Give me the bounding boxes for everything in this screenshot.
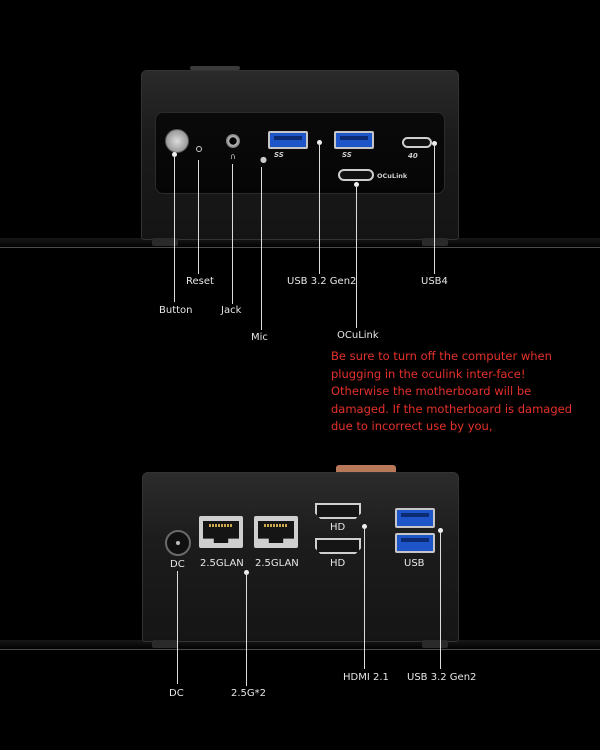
mic-callout: Mic [251,332,268,343]
front-usb-ss-mark-2: SS [342,151,352,159]
dc-leader-line [177,571,178,684]
power-button[interactable] [165,129,189,153]
oculink-leader-dot [354,182,359,187]
button-callout: Button [159,305,193,316]
dc-power-jack[interactable] [165,530,191,556]
lan1-port-label: 2.5GLAN [200,558,244,569]
back-foot-left [152,640,178,648]
headphone-icon: ∩ [230,152,236,161]
usb-leader-line [319,143,320,274]
front-shelf-shadow [0,238,600,248]
lan2-port-label: 2.5GLAN [255,558,299,569]
hdmi-leader-dot [362,524,367,529]
usb4-40-mark: 40 [408,152,418,160]
usb-c-port[interactable] [402,137,432,148]
lan-leader-line [246,573,247,686]
usb-leader-dot [317,140,322,145]
usb-callout: USB 3.2 Gen2 [287,276,357,287]
jack-callout: Jack [221,305,242,316]
usb4-leader-line [434,144,435,274]
lan-port-1[interactable] [199,516,243,548]
back-usb-leader-line [440,531,441,669]
lan-callout: 2.5G*2 [231,688,267,699]
front-usb-a-port-2[interactable] [334,131,374,149]
oculink-port[interactable] [338,169,374,181]
back-usb-leader-dot [438,528,443,533]
front-foot-right [422,238,448,246]
usb4-leader-dot [432,141,437,146]
jack-leader-line [232,164,233,304]
reset-pinhole[interactable] [196,146,202,152]
back-shelf-shadow [0,640,600,650]
audio-jack[interactable] [226,134,240,148]
hd1-port-label: HD [330,522,346,533]
front-foot-left [152,238,178,246]
back-foot-right [422,640,448,648]
hd2-port-label: HD [330,558,346,569]
hdmi-port-2[interactable] [315,538,361,554]
usb4-callout: USB4 [421,276,448,287]
mic-leader-line [261,167,262,330]
oculink-callout: OCuLink [337,330,379,341]
oculink-mark: OCuLink [377,172,408,180]
back-copper-tab [336,465,396,474]
front-shelf-line [0,247,600,248]
usb-port-label: USB [404,558,425,569]
dc-callout: DC [169,688,184,699]
lan-port-2[interactable] [254,516,298,548]
hdmi-callout: HDMI 2.1 [343,672,389,683]
reset-leader-line [198,160,199,274]
oculink-leader-line [356,185,357,328]
front-top-vent [190,66,240,70]
dc-port-label: DC [170,559,185,570]
front-usb-a-port-1[interactable] [268,131,308,149]
back-mini-pc-body [142,472,459,642]
back-usb-a-port-1[interactable] [395,508,435,528]
front-glossy-panel [155,112,445,194]
back-usb-callout: USB 3.2 Gen2 [407,672,477,683]
mic-icon: ● [260,155,267,164]
button-leader-dot [172,152,177,157]
oculink-warning-text: Be sure to turn off the computer when pl… [331,349,573,433]
button-leader-line [174,155,175,302]
reset-callout: Reset [186,276,214,287]
front-usb-ss-mark-1: SS [274,151,284,159]
hdmi-leader-line [364,527,365,669]
back-usb-a-port-2[interactable] [395,533,435,553]
back-shelf-line [0,649,600,650]
hdmi-port-1[interactable] [315,503,361,519]
lan-leader-dot [244,570,249,575]
